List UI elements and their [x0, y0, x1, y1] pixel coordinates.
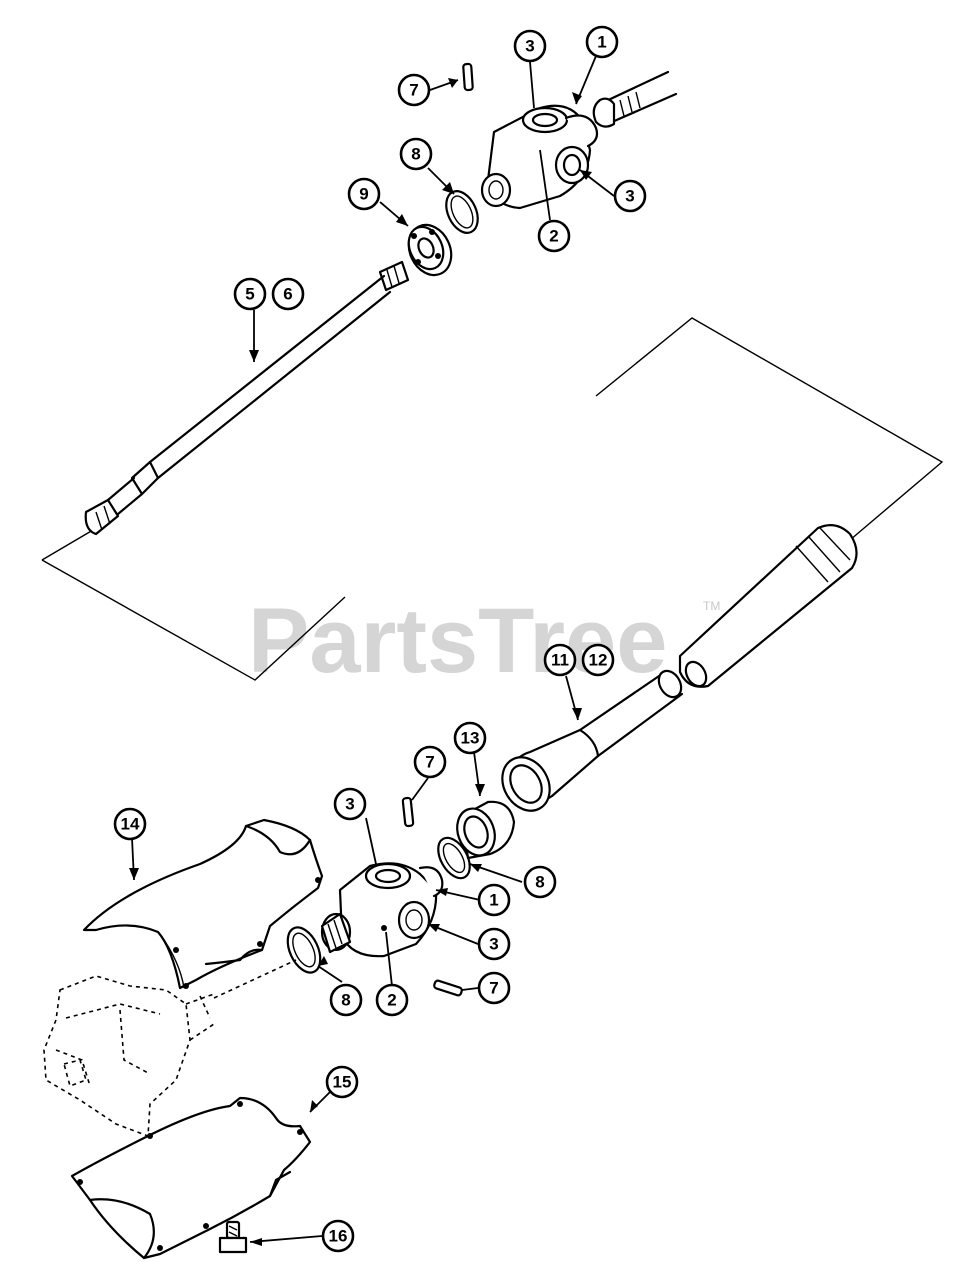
callout-2-bot: 2 [375, 983, 409, 1017]
top-snap-ring [445, 190, 479, 234]
svg-text:7: 7 [489, 979, 498, 998]
top-roll-pin [462, 62, 474, 92]
callout-5: 5 [233, 277, 267, 311]
callout-15: 15 [325, 1065, 359, 1099]
svg-text:8: 8 [411, 145, 420, 164]
callout-13: 13 [453, 721, 487, 755]
svg-text:3: 3 [489, 935, 498, 954]
bottom-roll-pin-upper [401, 796, 415, 828]
top-cross-journal [480, 104, 599, 210]
callout-1-top: 1 [585, 25, 619, 59]
callout-3-top-b: 3 [613, 179, 647, 213]
callout-8-bot-right: 8 [523, 865, 557, 899]
callout-7-mid: 7 [413, 745, 447, 779]
callout-7-top: 7 [397, 73, 431, 107]
bolt [218, 1220, 248, 1254]
callout-8-bot-left: 8 [329, 983, 363, 1017]
svg-text:16: 16 [329, 1227, 348, 1246]
callout-11: 11 [543, 643, 577, 677]
callout-12: 12 [581, 643, 615, 677]
callout-7-bot: 7 [477, 971, 511, 1005]
bottom-snap-ring-left [286, 926, 322, 974]
svg-text:2: 2 [549, 227, 558, 246]
lower-shield [70, 1096, 312, 1260]
svg-text:2: 2 [387, 991, 396, 1010]
svg-text:1: 1 [597, 33, 606, 52]
svg-text:3: 3 [525, 37, 534, 56]
callout-3-bot-b: 3 [477, 927, 511, 961]
svg-text:12: 12 [589, 651, 608, 670]
bottom-cross-journal [320, 862, 444, 958]
callout-9: 9 [347, 177, 381, 211]
upper-shield [82, 818, 324, 990]
outer-tube [678, 523, 858, 688]
callout-6: 6 [271, 277, 305, 311]
svg-text:9: 9 [359, 185, 368, 204]
svg-text:13: 13 [461, 729, 480, 748]
svg-text:7: 7 [409, 81, 418, 100]
main-shaft [84, 260, 410, 536]
top-yoke-shaft [592, 70, 678, 128]
leader-arrowheads [129, 78, 592, 1246]
callout-14: 14 [113, 807, 147, 841]
callout-3-top-a: 3 [513, 29, 547, 63]
svg-text:5: 5 [245, 285, 254, 304]
svg-text:14: 14 [121, 815, 140, 834]
svg-text:15: 15 [333, 1073, 352, 1092]
inner-tube [501, 669, 684, 812]
callout-16: 16 [321, 1219, 355, 1253]
bushing [456, 800, 516, 860]
svg-text:1: 1 [489, 891, 498, 910]
svg-text:11: 11 [551, 651, 569, 670]
callout-2-top: 2 [537, 219, 571, 253]
gearbox-housing [43, 959, 297, 1138]
callout-3-bot-a: 3 [333, 787, 367, 821]
bottom-snap-ring-right [437, 836, 471, 880]
svg-text:3: 3 [625, 187, 634, 206]
svg-text:8: 8 [535, 873, 544, 892]
svg-text:7: 7 [425, 753, 434, 772]
callout-1-bot: 1 [477, 883, 511, 917]
reference-plane-right [595, 317, 944, 541]
watermark-trademark: TM [703, 599, 720, 613]
svg-text:6: 6 [283, 285, 292, 304]
svg-text:3: 3 [345, 795, 354, 814]
callout-8-top: 8 [399, 137, 433, 171]
watermark-text: PartsTree [248, 590, 667, 692]
top-bearing [407, 223, 453, 277]
bottom-roll-pin-lower [433, 979, 463, 997]
svg-text:8: 8 [341, 991, 350, 1010]
